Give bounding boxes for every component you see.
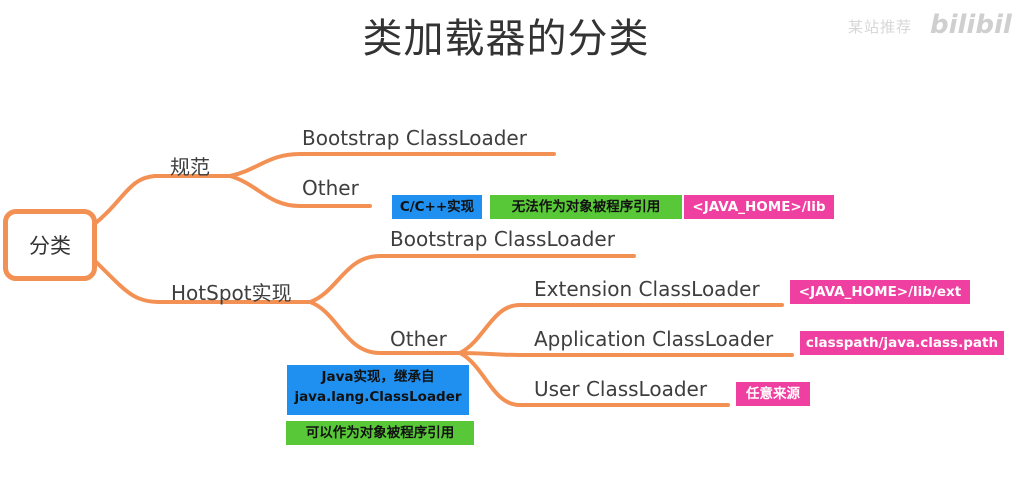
tag-c-impl: C/C++实现 (392, 195, 482, 219)
root-node[interactable]: 分类 (3, 209, 97, 281)
tag-no-object-ref: 无法作为对象被程序引用 (490, 195, 682, 219)
watermark-logo: bilibili (930, 10, 1012, 40)
tag-can-object-ref: 可以作为对象被程序引用 (286, 421, 474, 445)
tag-java-impl-line1: Java实现，继承自 (321, 369, 435, 385)
page-title: 类加载器的分类 (362, 16, 650, 62)
edge-spec-other (228, 174, 372, 208)
watermark-text: 某站推荐 (848, 18, 913, 36)
tag-ext-path: <JAVA_HOME>/lib/ext (790, 280, 970, 304)
tag-user-source: 任意来源 (736, 382, 810, 406)
edge-hotspot-bootstrap (308, 254, 636, 304)
edge-root-spec (90, 174, 232, 228)
node-application[interactable]: Application ClassLoader (534, 327, 774, 351)
tag-lib-path: <JAVA_HOME>/lib (684, 195, 834, 219)
node-spec[interactable]: 规范 (170, 155, 210, 179)
node-spec-bootstrap[interactable]: Bootstrap ClassLoader (302, 126, 527, 150)
edge-other-extension (458, 303, 784, 355)
node-hotspot[interactable]: HotSpot实现 (171, 281, 292, 305)
tag-java-impl-line2: java.lang.ClassLoader (294, 389, 462, 405)
edge-root-hotspot (90, 256, 312, 304)
node-spec-other[interactable]: Other (302, 176, 359, 200)
node-hotspot-bootstrap[interactable]: Bootstrap ClassLoader (390, 227, 615, 251)
node-extension[interactable]: Extension ClassLoader (534, 277, 760, 301)
node-user[interactable]: User ClassLoader (534, 377, 708, 401)
node-hotspot-other[interactable]: Other (390, 327, 447, 351)
edge-other-user (458, 351, 730, 407)
tag-app-path: classpath/java.class.path (800, 331, 1004, 355)
edge-hotspot-other (308, 300, 462, 355)
edge-spec-bootstrap (228, 152, 556, 178)
root-node-label: 分类 (29, 234, 71, 258)
tag-java-impl: Java实现，继承自 java.lang.ClassLoader (287, 365, 469, 415)
edge-other-application (458, 351, 794, 357)
